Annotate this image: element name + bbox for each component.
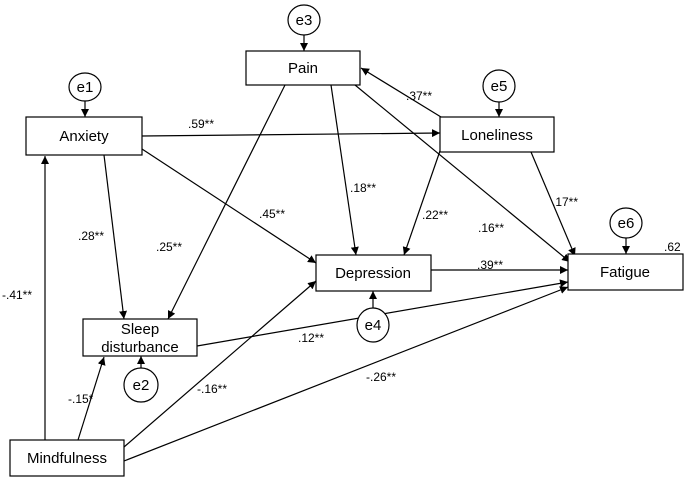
node-anxiety-label: Anxiety (59, 128, 109, 145)
error-e3-label: e3 (296, 12, 313, 29)
node-mindfulness-label: Mindfulness (27, 450, 107, 467)
node-loneliness: Loneliness (439, 116, 555, 153)
edge-loneliness-depression (402, 147, 442, 256)
coef-pain-depression: .18** (350, 181, 376, 195)
error-e1-label: e1 (77, 79, 94, 96)
error-e4: e4 (356, 307, 390, 343)
edge-pain-fatigue (354, 84, 571, 263)
coef-loneliness-depression: .22** (422, 208, 448, 222)
node-depression-label: Depression (335, 265, 411, 282)
error-e1: e1 (68, 72, 102, 102)
coef-mindfulness-fatigue: -.26** (366, 370, 396, 384)
r-squared-fatigue: .62 (664, 240, 681, 254)
edge-mindfulness-sleep (77, 356, 106, 441)
edge-pain-sleep (167, 84, 286, 320)
error-e2-label: e2 (133, 377, 150, 394)
coef-sleep-fatigue: .12** (298, 331, 324, 345)
error-e4-label: e4 (365, 317, 382, 334)
error-e3: e3 (287, 4, 321, 36)
node-pain-label: Pain (288, 60, 318, 77)
error-e2: e2 (123, 367, 159, 403)
coef-pain-sleep: .25** (156, 240, 182, 254)
coef-anxiety-sleep: .28** (78, 229, 104, 243)
coef-loneliness-pain: .37** (406, 89, 432, 103)
edge-mindfulness-depression (123, 280, 317, 448)
coef-mindfulness-sleep: -.15* (68, 392, 94, 406)
edge-pain-depression (330, 84, 359, 256)
node-mindfulness: Mindfulness (9, 439, 125, 477)
coef-anxiety-loneliness: .59** (188, 117, 214, 131)
edge-loneliness-fatigue (530, 151, 576, 257)
node-loneliness-label: Loneliness (461, 127, 533, 144)
node-depression: Depression (315, 254, 432, 292)
edge-anxiety-sleep (103, 154, 128, 320)
coef-mindfulness-depression: -.16** (197, 382, 227, 396)
edge-anxiety-loneliness (141, 129, 441, 138)
edge-loneliness-pain (360, 67, 442, 118)
edge-mindfulness-fatigue (123, 286, 569, 462)
error-e5: e5 (482, 69, 516, 103)
edge-anxiety-depression (141, 148, 317, 264)
coef-depression-fatigue: .39** (477, 258, 503, 272)
node-fatigue-label: Fatigue (600, 264, 650, 281)
error-e6-label: e6 (618, 215, 635, 232)
coef-mindfulness-anxiety: -.41** (2, 288, 32, 302)
error-e5-label: e5 (491, 78, 508, 95)
coef-loneliness-fatigue: .17** (552, 195, 578, 209)
node-pain: Pain (245, 50, 361, 86)
path-coefficients: .59** .37** .45** .18** .22** .17** .16*… (2, 89, 578, 406)
node-sleep-label-line2: disturbance (101, 339, 179, 356)
node-fatigue: Fatigue (567, 253, 684, 291)
node-sleep-label-line1: Sleep (121, 321, 159, 338)
coef-anxiety-depression: .45** (259, 207, 285, 221)
node-anxiety: Anxiety (25, 116, 143, 156)
error-e6: e6 (609, 207, 643, 239)
node-sleep-disturbance: Sleep disturbance (82, 318, 198, 357)
coef-pain-fatigue: .16** (478, 221, 504, 235)
